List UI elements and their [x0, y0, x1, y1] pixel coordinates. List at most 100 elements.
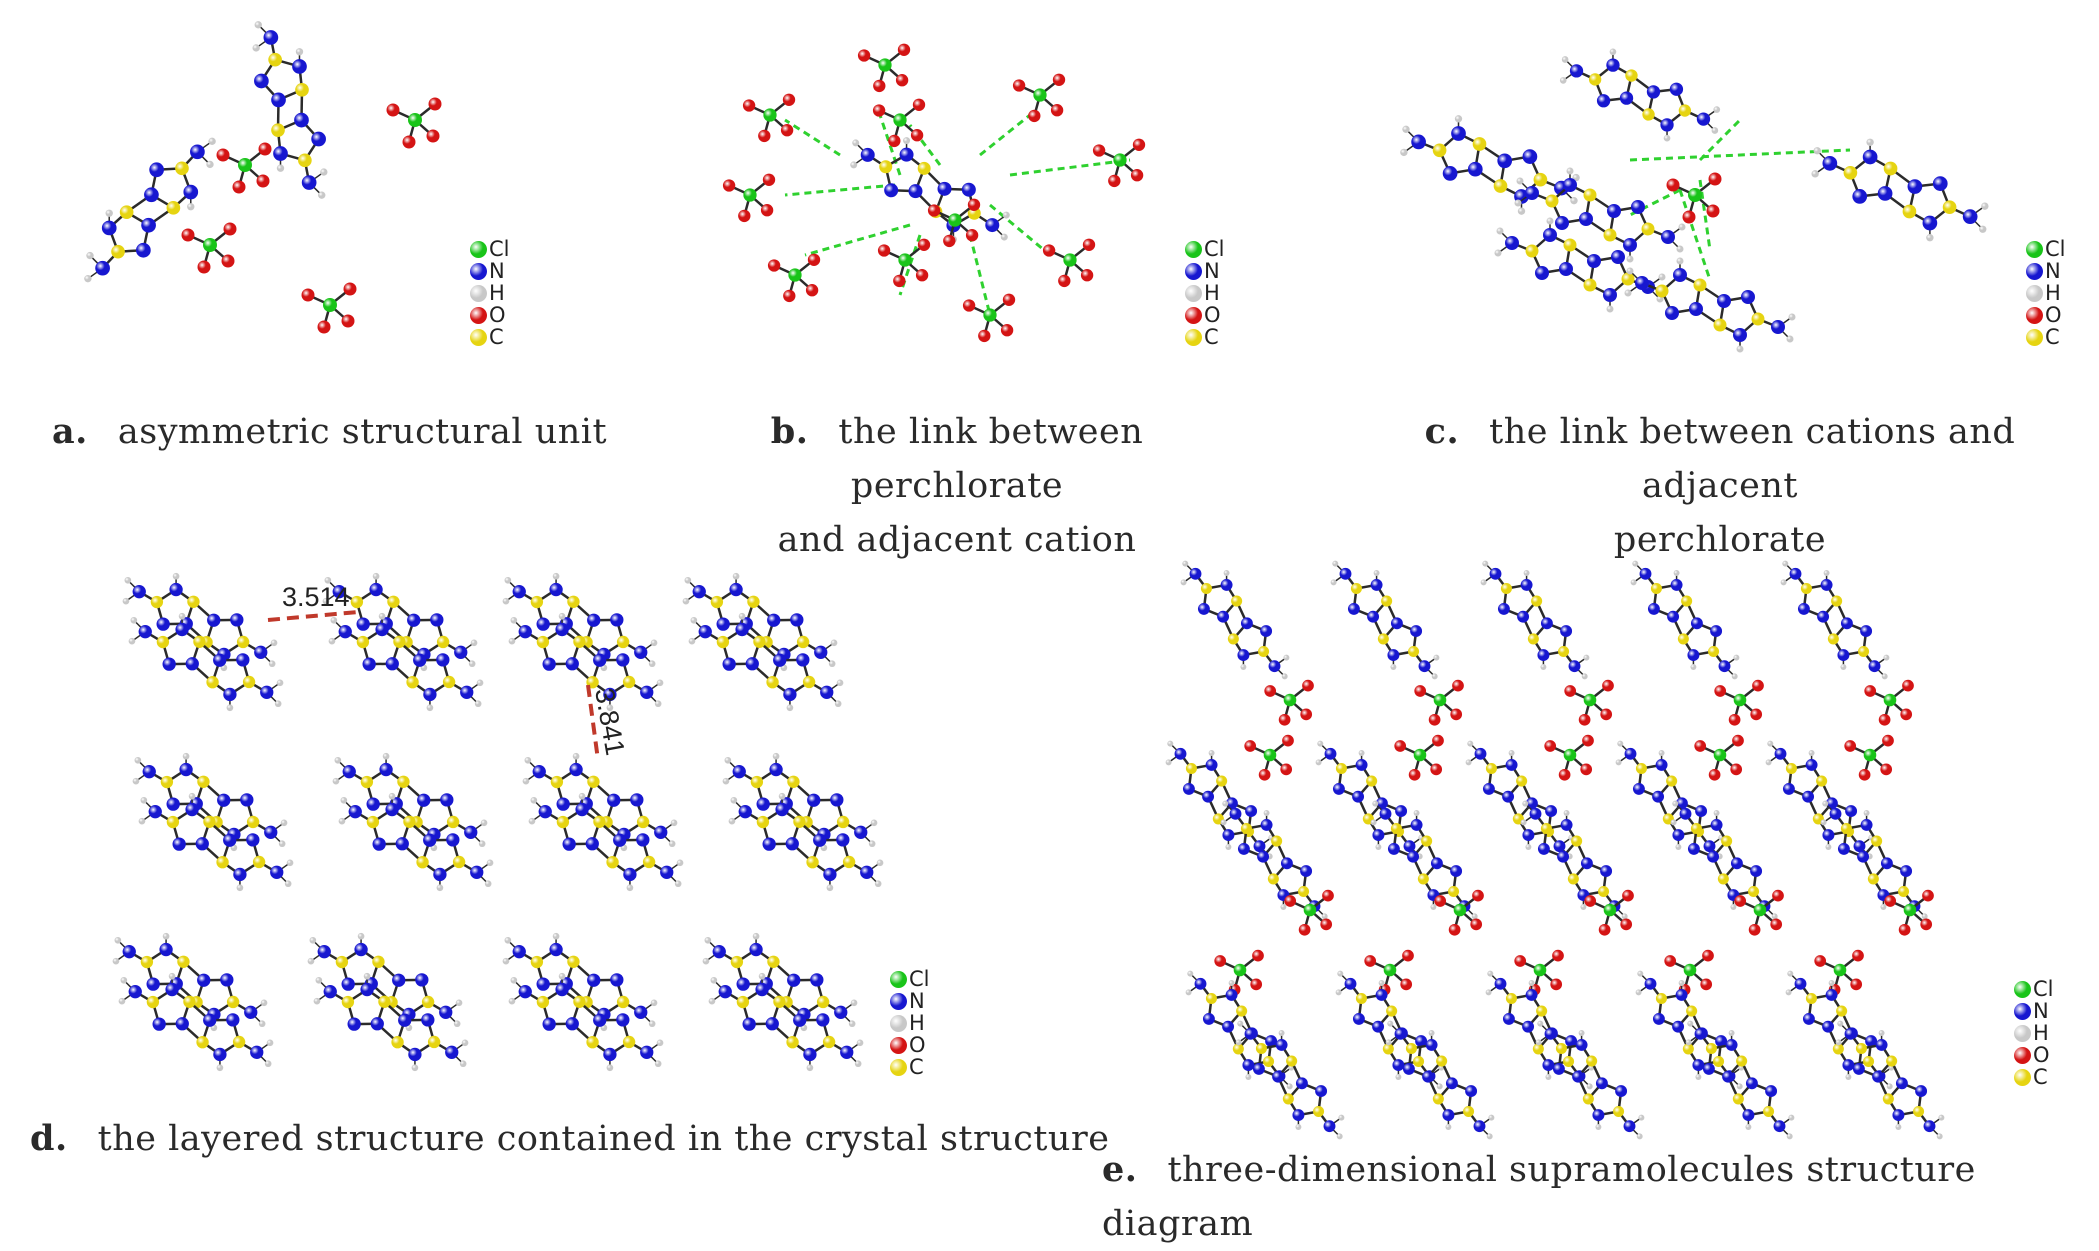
atom [339, 818, 346, 825]
atom [1432, 735, 1444, 747]
atom [1252, 950, 1264, 962]
atom [1237, 649, 1249, 661]
atom [446, 833, 459, 846]
atom [436, 653, 449, 666]
atom [1279, 1030, 1285, 1036]
atom [1624, 1120, 1636, 1132]
atom [196, 1036, 208, 1048]
atom [1498, 603, 1510, 615]
atom [238, 158, 252, 172]
atom [487, 859, 494, 866]
atom [1683, 211, 1696, 224]
atom [1113, 153, 1126, 166]
atom [1642, 223, 1655, 236]
atom [1338, 1115, 1344, 1121]
atom [820, 686, 833, 699]
atom [1660, 118, 1673, 131]
atom [314, 998, 321, 1005]
legend-label: Cl [2045, 238, 2066, 260]
atom [787, 776, 799, 788]
atom [185, 803, 198, 816]
atom [1372, 1021, 1384, 1033]
atom [1400, 979, 1412, 991]
atom [1857, 851, 1869, 863]
atom [537, 996, 549, 1008]
atom [1567, 168, 1574, 175]
atom [854, 826, 867, 839]
atom [1282, 673, 1288, 679]
atom [1679, 104, 1691, 116]
atom [531, 596, 543, 608]
atom [1695, 1028, 1707, 1040]
atom [717, 636, 729, 648]
atom [169, 973, 176, 980]
atom [1868, 873, 1879, 884]
atom [267, 1039, 274, 1046]
atom [198, 261, 211, 274]
atom [1845, 805, 1857, 817]
atom [1245, 805, 1257, 817]
caption-c-line1: the link between cations and adjacent [1489, 412, 2015, 506]
atom [1450, 865, 1462, 877]
atom [255, 21, 262, 28]
atom [129, 985, 142, 998]
atom [559, 973, 566, 980]
atom [1938, 1115, 1944, 1121]
atom [1550, 979, 1562, 991]
atom [636, 833, 649, 846]
atom [1240, 664, 1246, 670]
atom [719, 985, 732, 998]
caption-d-text: the layered structure contained in the c… [98, 1119, 1110, 1159]
atom [163, 933, 170, 940]
atom [543, 657, 556, 670]
caption-a-text: asymmetric structural unit [118, 412, 607, 452]
legend-label: N [909, 990, 925, 1012]
atom [1686, 1006, 1697, 1017]
atom [175, 162, 189, 176]
atom [1463, 1106, 1474, 1117]
legend-swatch [2026, 329, 2043, 346]
atom [509, 998, 516, 1005]
atom [1241, 617, 1253, 629]
atom [183, 753, 190, 760]
atom [1201, 583, 1212, 594]
caption-b: b.the link between perchlorate and adjac… [677, 405, 1237, 567]
atom [1525, 186, 1539, 200]
atom [1836, 1039, 1842, 1045]
atom [1822, 801, 1828, 807]
atom [342, 315, 355, 328]
atom [1407, 851, 1419, 863]
atom [1712, 127, 1719, 134]
atom [1490, 568, 1502, 580]
legend-label: H [909, 1012, 925, 1034]
atom [787, 974, 800, 987]
atom [1718, 873, 1729, 884]
atom [1217, 611, 1229, 623]
atom [1426, 1039, 1438, 1051]
atom [1487, 971, 1493, 977]
atom [918, 239, 930, 251]
atom [729, 583, 742, 596]
atom [586, 837, 599, 850]
atom [817, 996, 829, 1008]
atom [423, 834, 436, 847]
atom [593, 816, 605, 828]
atom [1522, 801, 1528, 807]
atom [1295, 1124, 1301, 1130]
atom [1264, 685, 1276, 697]
atom [252, 44, 259, 51]
legend-label: Cl [2033, 978, 2054, 1000]
atom [1845, 1028, 1857, 1040]
atom [860, 866, 873, 879]
atom [1203, 1013, 1215, 1025]
legend-swatch [2014, 1047, 2031, 1064]
atom [896, 74, 908, 86]
atom [1786, 989, 1792, 995]
atom [95, 261, 110, 276]
atom [1710, 625, 1722, 637]
atom [1713, 1056, 1724, 1067]
atom [1722, 1071, 1734, 1083]
atom [1553, 1063, 1565, 1075]
atom [1433, 655, 1439, 661]
atom [640, 686, 653, 699]
